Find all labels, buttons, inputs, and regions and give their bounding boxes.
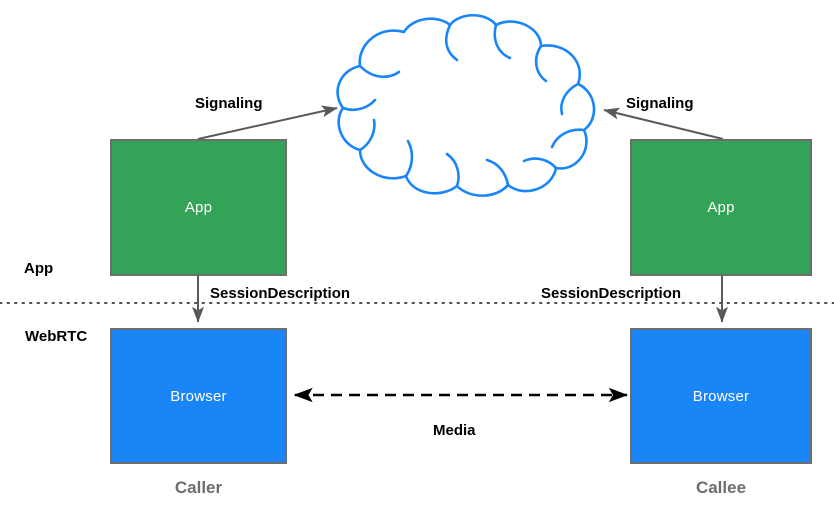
layer-label-webrtc: WebRTC (25, 328, 88, 345)
caller-browser-box[interactable]: Browser (110, 328, 287, 464)
callee-app-label: App (707, 199, 735, 216)
signaling-label-right: Signaling (626, 95, 694, 112)
caller-browser-label: Browser (170, 387, 227, 405)
caller-app-label: App (184, 199, 213, 216)
party-label-callee: Callee (695, 478, 747, 497)
signaling-arrow-left (197, 105, 338, 140)
signaling-label-left: Signaling (195, 95, 263, 112)
media-label: Media (433, 422, 476, 439)
callee-app-box[interactable]: App (630, 139, 812, 276)
session-description-label-left: SessionDescription (210, 285, 351, 302)
callee-browser-label: Browser (692, 387, 750, 405)
caller-app-box[interactable]: App (110, 139, 287, 276)
session-description-label-right: SessionDescription (541, 285, 682, 302)
signaling-cloud-icon (336, 13, 596, 197)
signaling-arrow-right (603, 107, 724, 140)
layer-label-app: App (24, 260, 54, 277)
party-label-caller: Caller (174, 478, 223, 497)
callee-browser-box[interactable]: Browser (630, 328, 812, 464)
